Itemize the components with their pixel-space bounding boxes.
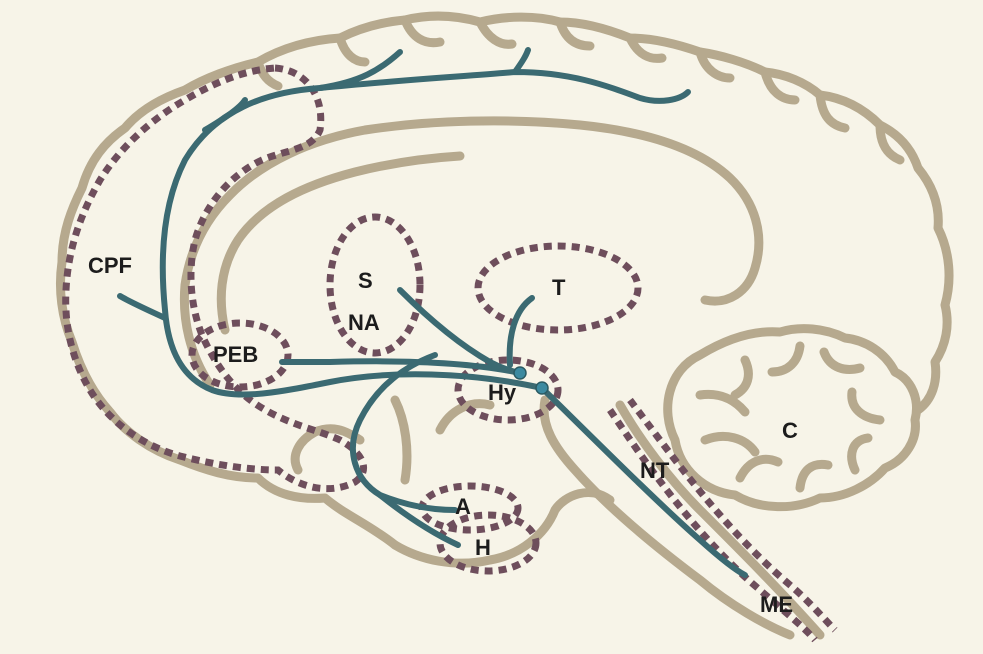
label-a: A (455, 494, 471, 519)
hypothalamus-node-1 (514, 367, 526, 379)
label-na: NA (348, 310, 380, 335)
label-peb: PEB (213, 342, 258, 367)
label-nt: NT (640, 458, 670, 483)
label-h: H (475, 535, 491, 560)
label-s: S (358, 268, 373, 293)
label-cpf: CPF (88, 253, 132, 278)
hypothalamus-node-2 (536, 382, 548, 394)
label-c: C (782, 418, 798, 443)
label-hy: Hy (488, 380, 517, 405)
label-me: ME (760, 592, 793, 617)
label-t: T (552, 275, 566, 300)
